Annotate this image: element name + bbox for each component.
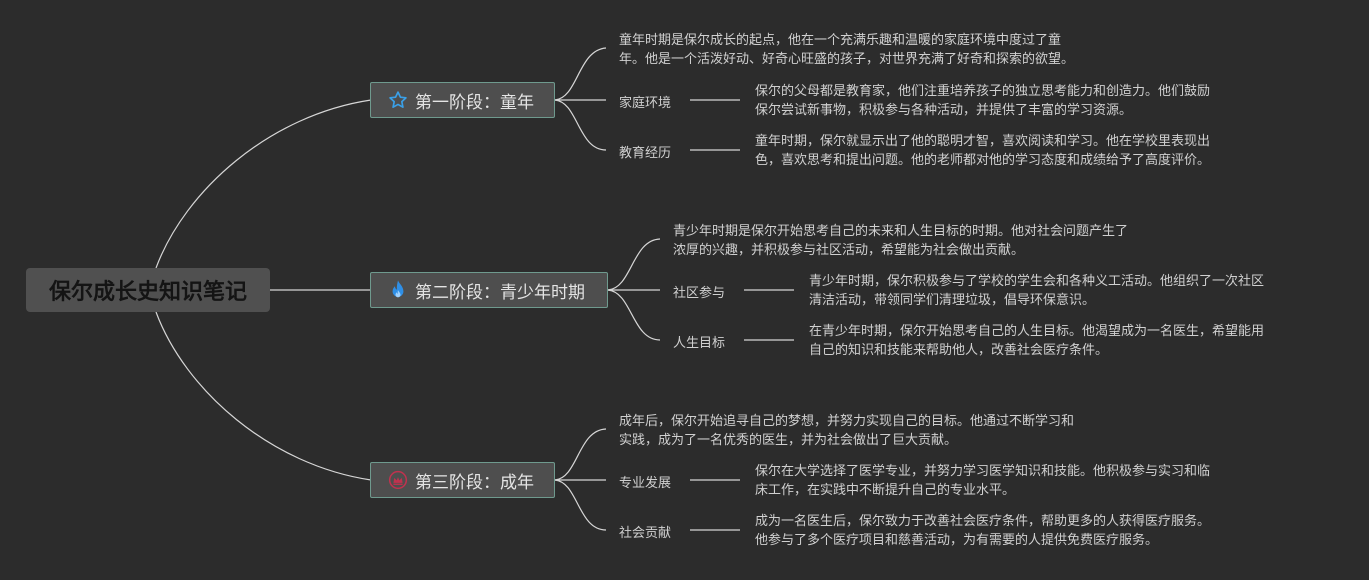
stage-node-childhood[interactable]: 第一阶段：童年 [370,82,555,118]
stage-node-adulthood[interactable]: 第三阶段：成年 [370,462,555,498]
crown-icon [387,469,409,491]
topic-life-goal-detail: 在青少年时期，保尔开始思考自己的人生目标。他渴望成为一名医生，希望能用 自己的知… [809,324,1265,358]
topic-family-environment-detail: 保尔的父母都是教育家，他们注重培养孩子的独立思考能力和创造力。他们鼓励 保尔尝试… [755,84,1211,118]
connector-stage1-intro [554,47,607,101]
flame-icon [387,279,409,301]
topic-professional-development-detail: 保尔在大学选择了医学专业，并努力学习医学知识和技能。他积极参与实习和临 床工作，… [755,464,1211,498]
connector-stage2-topic2 [607,289,661,341]
root-node[interactable]: 保尔成长史知识笔记 [26,268,270,312]
topic-social-contribution[interactable]: 社会贡献 [619,526,672,541]
star-icon [387,89,409,111]
connector-stage3-topic2 [554,479,607,531]
stage-label: 第二阶段：青少年时期 [415,282,585,303]
connector-root-stage1 [155,99,372,269]
root-title: 保尔成长史知识笔记 [48,280,247,305]
topic-community-participation-detail: 青少年时期，保尔积极参与了学校的学生会和各种义工活动。他组织了一次社区 清洁活动… [809,274,1265,308]
topic-family-environment[interactable]: 家庭环境 [619,96,672,111]
stage-label: 第一阶段：童年 [415,92,534,113]
connector-stage3-intro [554,428,607,481]
connector-stage2-intro [607,238,661,291]
stage2-intro: 青少年时期是保尔开始思考自己的未来和人生目标的时期。他对社会问题产生了 浓厚的兴… [673,224,1129,258]
topic-community-participation[interactable]: 社区参与 [673,286,726,301]
topic-education[interactable]: 教育经历 [619,146,672,161]
stage3-intro: 成年后，保尔开始追寻自己的梦想，并努力实现自己的目标。他通过不断学习和 实践，成… [619,414,1075,448]
connector-stage1-topic2 [554,99,607,151]
stage-node-adolescence[interactable]: 第二阶段：青少年时期 [370,272,608,308]
stage-label: 第三阶段：成年 [415,472,534,493]
topic-social-contribution-detail: 成为一名医生后，保尔致力于改善社会医疗条件，帮助更多的人获得医疗服务。 他参与了… [755,514,1211,548]
connector-root-stage3 [155,311,372,481]
topic-professional-development[interactable]: 专业发展 [619,476,672,491]
stage1-intro: 童年时期是保尔成长的起点，他在一个充满乐趣和温暖的家庭环境中度过了童 年。他是一… [619,33,1075,67]
topic-life-goal[interactable]: 人生目标 [673,336,726,351]
topic-education-detail: 童年时期，保尔就显示出了他的聪明才智，喜欢阅读和学习。他在学校里表现出 色，喜欢… [755,134,1211,168]
